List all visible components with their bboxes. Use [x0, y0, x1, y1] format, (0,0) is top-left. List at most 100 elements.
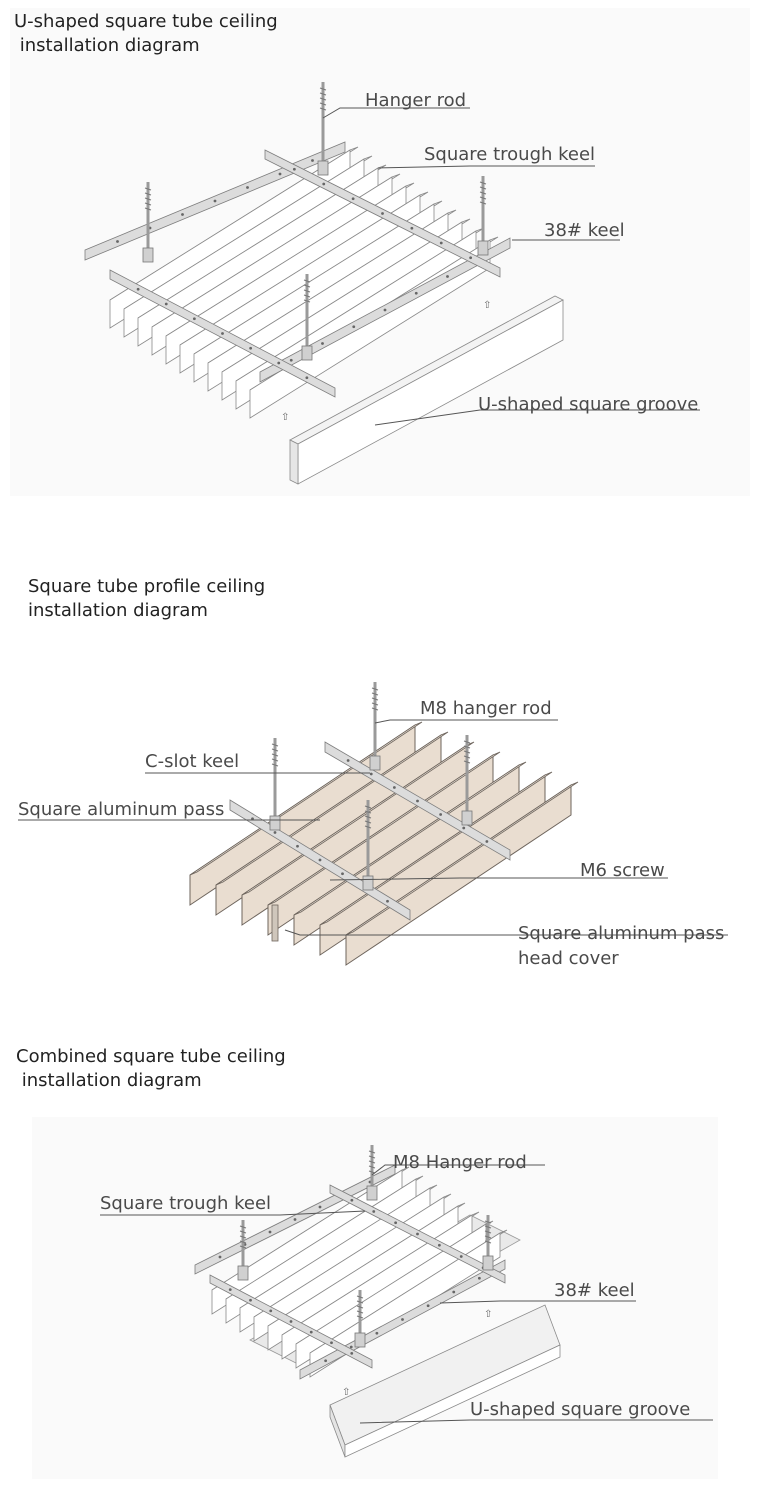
hanger-rod-d-thread — [303, 279, 311, 283]
c-slot-keel-front-hole — [318, 858, 322, 862]
keel-38-lower-hole — [452, 1290, 456, 1294]
title-line-1: Square tube profile ceiling — [28, 576, 266, 597]
aluminum-pass-top — [345, 781, 579, 936]
m8-hanger-rod-b-clip — [269, 815, 281, 831]
c-slot-keel-front-hole — [273, 831, 277, 834]
square-trough-keel-left-hole — [305, 376, 309, 380]
hanger-rod-group — [269, 682, 473, 942]
square-trough-keel-left-hole — [221, 332, 224, 335]
hanger-rod-c-thread — [479, 186, 487, 190]
m8-hanger-rod-b-thread — [271, 758, 279, 762]
aluminum-pass-top — [189, 721, 423, 876]
leader-u-groove — [374, 409, 700, 426]
title-line-1: U-shaped square tube ceiling — [14, 11, 278, 32]
m8-hanger-rod-b-thread — [239, 1235, 247, 1239]
label-head-cover-line-1: Square aluminum pass — [518, 923, 725, 944]
m8-hanger-rod-c-thread — [463, 740, 471, 744]
c-slot-keel-front-hole — [251, 817, 254, 821]
keel-group — [194, 1164, 506, 1380]
title-line-2: installation diagram — [16, 1070, 202, 1091]
keel-group — [84, 141, 511, 398]
keel-38-lower-hole — [289, 358, 293, 362]
m8-hanger-rod-a-clip — [366, 1185, 378, 1201]
square-trough-keel-right-hole — [437, 1243, 441, 1247]
square-trough-keel-left-hole — [350, 1351, 354, 1355]
c-slot-keel-back-hole — [462, 826, 466, 830]
hanger-rod-a-thread — [319, 92, 327, 96]
groove-side — [344, 1344, 561, 1458]
m8-hanger-rod-b-thread — [271, 753, 279, 757]
label-head-cover-line-2: head cover — [518, 948, 619, 969]
u-groove-detail: ⇧⇧ — [329, 1304, 561, 1458]
keel-38-lower-hole — [426, 1304, 430, 1308]
hanger-rod-b-thread — [144, 197, 152, 201]
leader-38-keel — [439, 1300, 636, 1304]
m8-hanger-rod-c-clip — [461, 810, 473, 826]
label-m8-hanger-rod: M8 Hanger rod — [393, 1152, 527, 1173]
keel-38-lower-hole — [477, 1276, 481, 1280]
square-trough-keel-left-hole — [249, 346, 253, 350]
title-line-2: installation diagram — [28, 600, 208, 621]
c-slot-keel-front-hole — [341, 872, 344, 876]
title-line-2: installation diagram — [14, 35, 200, 56]
leader-square-trough-keel — [377, 165, 595, 169]
square-trough-keel-left-hole — [249, 1298, 252, 1302]
m8-hanger-rod-c-clip — [482, 1255, 494, 1271]
keel-38-upper-hole — [293, 1218, 297, 1221]
c-slot-keel-back-hole — [416, 799, 419, 803]
diagram-square-tube-profile: Square tube profile ceiling installation… — [0, 545, 760, 1015]
hanger-rod-group — [237, 1145, 494, 1348]
square-trough-keel-right-hole — [350, 1198, 354, 1202]
c-slot-keel-front-hole — [386, 899, 389, 903]
keel-38-lower-hole — [401, 1318, 404, 1321]
c-slot-keel-back-hole — [439, 813, 443, 816]
m8-hanger-rod-c-thread — [484, 1240, 492, 1244]
keel-38-upper-hole — [116, 240, 119, 243]
hanger-rod-d-thread — [303, 289, 311, 293]
leader-head-cover — [284, 929, 728, 936]
combined-ceiling-drawing: ⇧⇧ — [100, 1145, 713, 1458]
keel-38-lower-hole — [321, 342, 324, 345]
m8-hanger-rod-c-thread — [484, 1230, 492, 1234]
hanger-rod-group — [142, 82, 489, 361]
aluminum-pass-top — [215, 731, 449, 886]
keel-38-lower-hole — [352, 325, 356, 329]
m8-hanger-rod-b-thread — [271, 763, 279, 767]
m8-hanger-rod-a-thread — [371, 692, 379, 696]
hanger-rod-c-thread — [479, 181, 487, 185]
keel-38-lower-hole — [414, 291, 418, 295]
leader-square-trough-keel — [100, 1210, 366, 1216]
label-u-shaped-square-groove: U-shaped square groove — [470, 1399, 691, 1420]
label-m8-hanger-rod: M8 hanger rod — [420, 698, 552, 719]
hanger-rod-b-clip — [142, 247, 154, 263]
square-trough-keel-left-hole — [136, 287, 140, 291]
keel-38-lower-hole — [324, 1359, 328, 1363]
hanger-rod-a-thread — [319, 102, 327, 106]
m8-hanger-rod-b-thread — [239, 1230, 247, 1234]
square-trough-keel-left-hole — [289, 1320, 293, 1323]
m8-hanger-rod-d-thread — [364, 815, 372, 819]
keel-38-upper-hole — [311, 159, 314, 162]
m8-hanger-rod-d-thread — [356, 1295, 364, 1299]
square-trough-keel-left-hole — [330, 1341, 333, 1345]
m8-hanger-rod-b-thread — [271, 743, 279, 747]
m8-hanger-rod-d-thread — [364, 820, 372, 824]
m8-hanger-rod-c-thread — [484, 1220, 492, 1224]
aluminum-pass-top — [241, 741, 475, 896]
m8-hanger-rod-d-thread — [364, 825, 372, 829]
m8-hanger-rod-a-thread — [371, 687, 379, 691]
square-tube-profile-drawing — [18, 682, 728, 966]
hanger-rod-b-thread — [144, 187, 152, 191]
square-trough-keel-right-hole — [469, 256, 473, 260]
keel-38-upper-hole — [181, 213, 184, 216]
arrow-up-icon: ⇧ — [483, 300, 491, 311]
groove-end — [289, 439, 299, 485]
square-trough-keel-left-hole — [164, 302, 168, 306]
square-trough-keel-right-hole — [381, 212, 384, 215]
square-trough-keel-left-hole — [309, 1330, 313, 1334]
leader-m6-screw — [329, 877, 668, 881]
diagram-u-shaped-square-tube: U-shaped square tube ceiling installatio… — [0, 0, 760, 500]
m8-hanger-rod-b-clip — [237, 1265, 249, 1281]
c-slot-keel-back-hole — [369, 772, 373, 776]
diagram-title: U-shaped square tube ceiling installatio… — [14, 10, 278, 58]
